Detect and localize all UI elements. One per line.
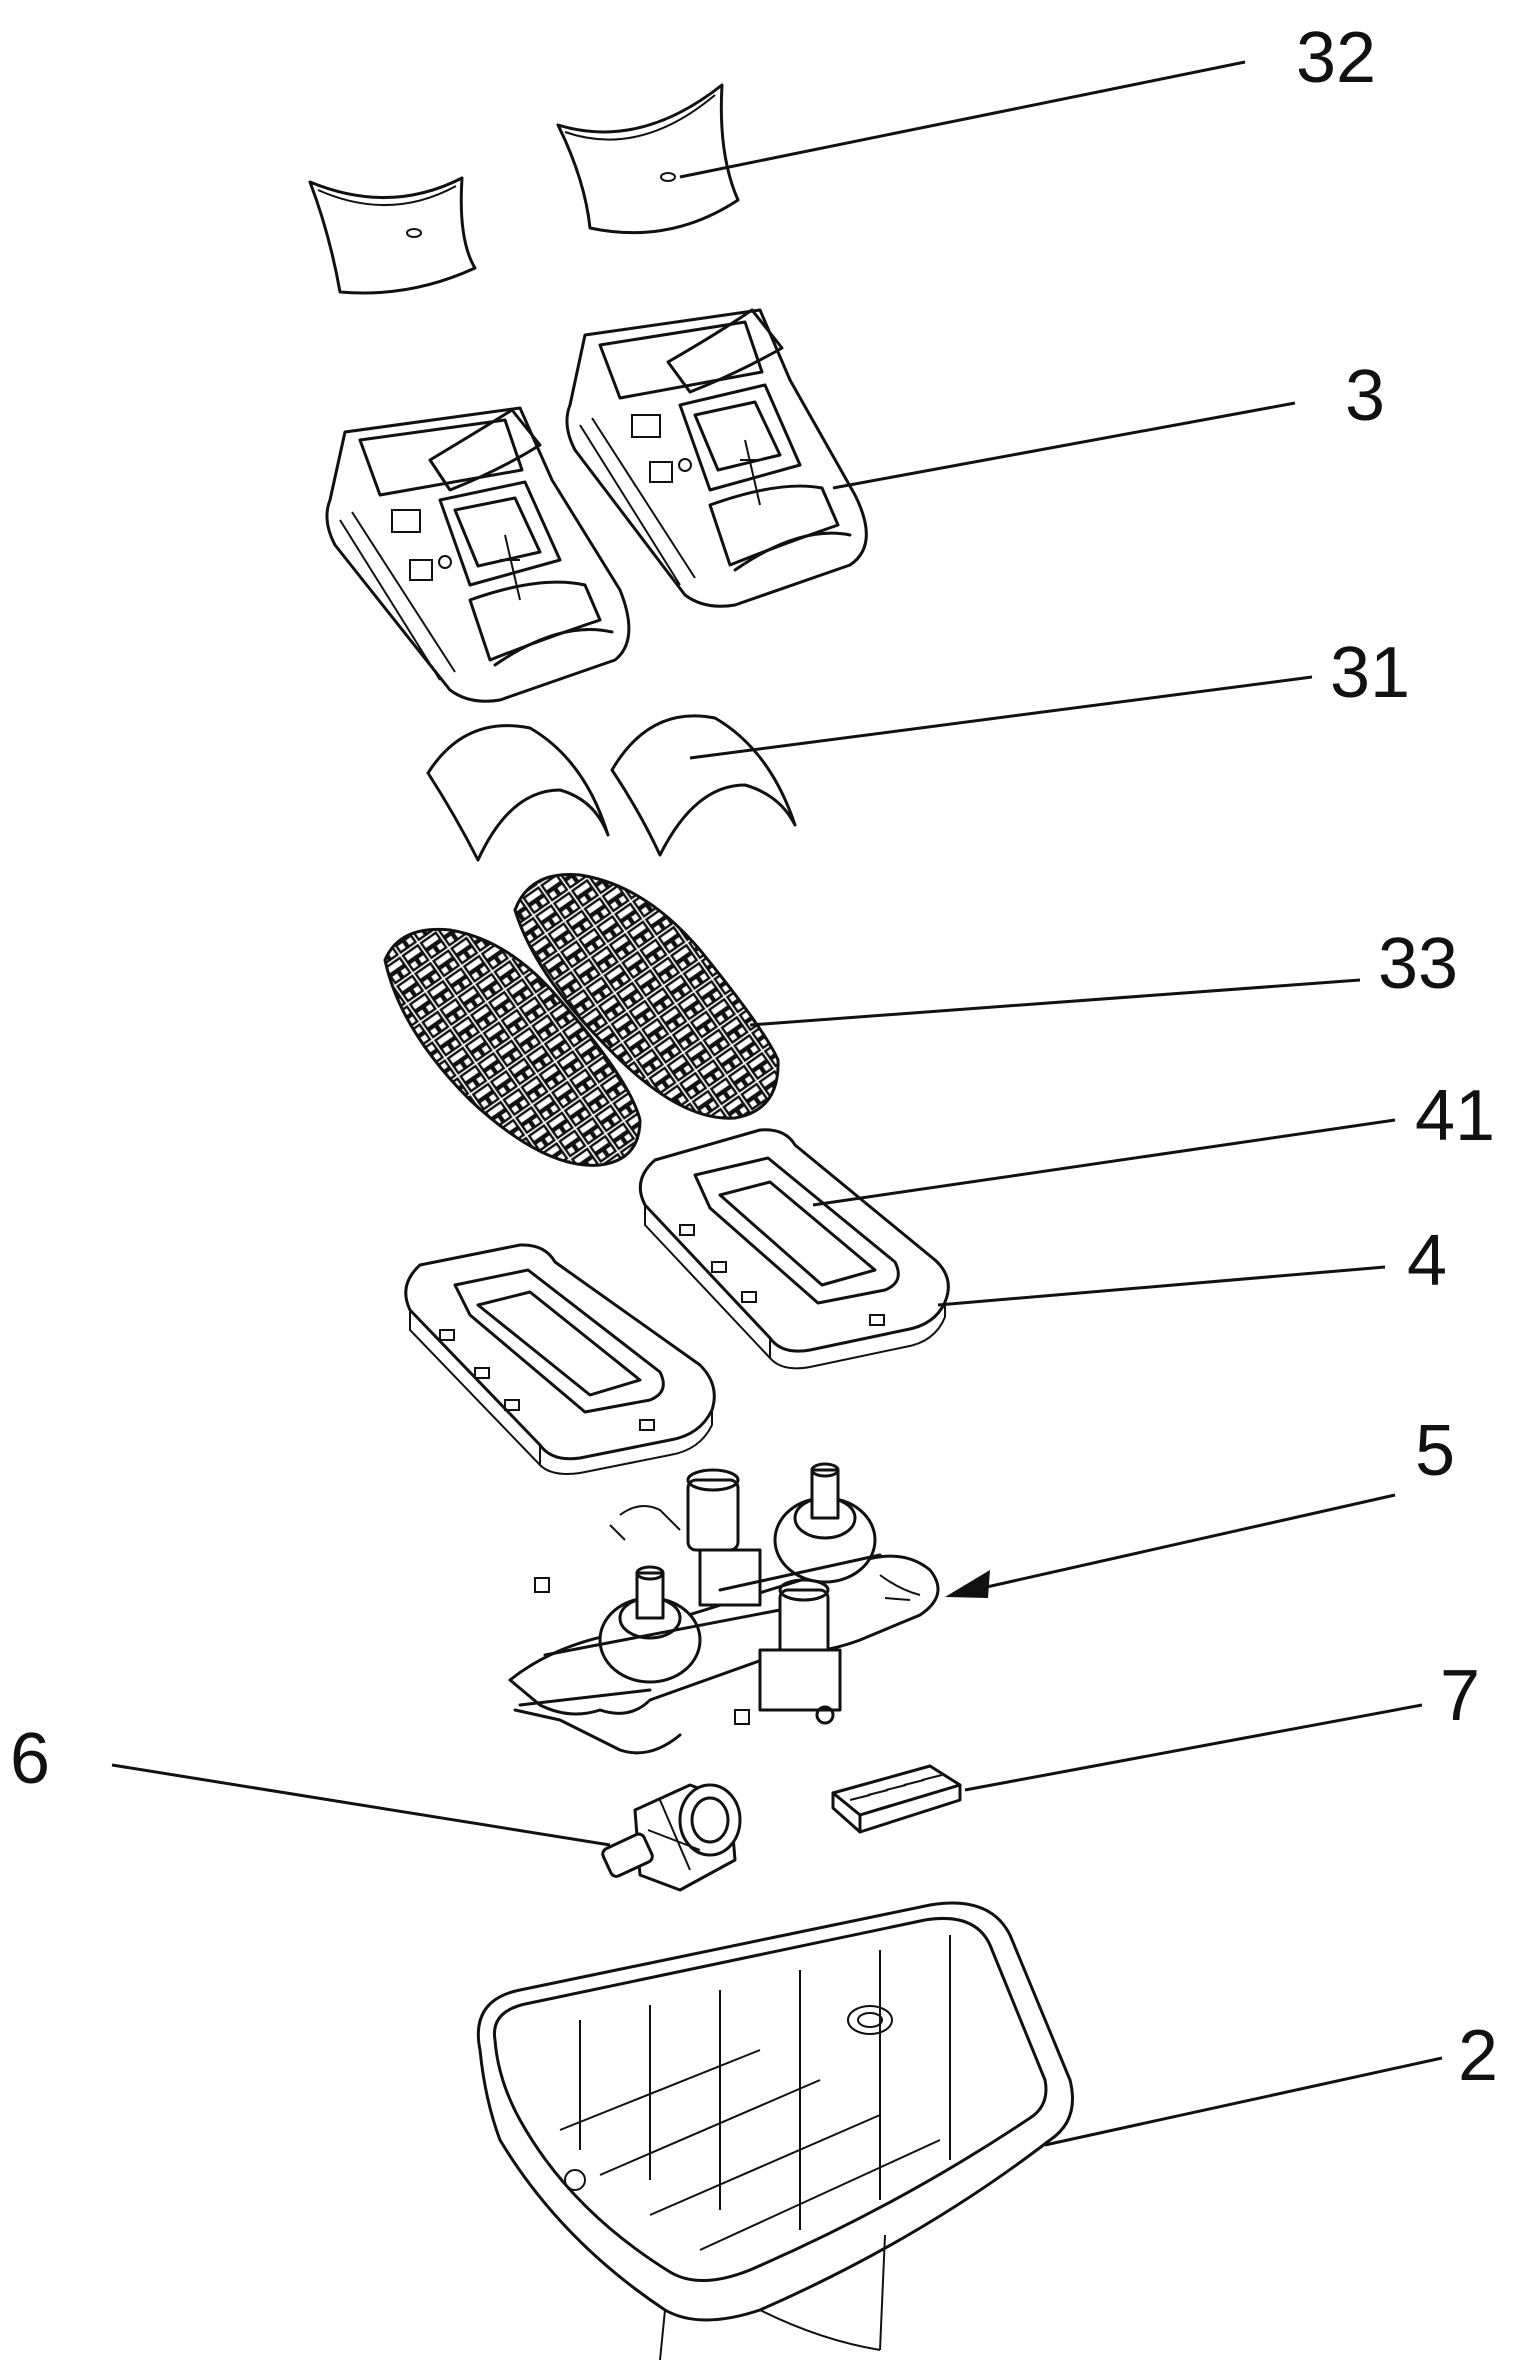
leader-2 — [1044, 2056, 1443, 2147]
mesh-pad-left — [383, 927, 642, 1167]
label-6: 6 — [10, 1719, 50, 1799]
leader-33 — [749, 978, 1361, 1027]
leader-5 — [959, 1493, 1396, 1595]
arrowhead-5 — [945, 1570, 990, 1598]
base-housing — [476, 1901, 1074, 2361]
curved-sheet-left — [426, 724, 610, 862]
top-frame-left — [325, 406, 631, 703]
pump — [601, 1783, 742, 1892]
label-33: 33 — [1378, 924, 1458, 1004]
leader-7 — [964, 1703, 1423, 1792]
curved-sheet-right — [610, 714, 797, 857]
label-3: 3 — [1345, 356, 1385, 436]
curved-cover-left — [308, 176, 477, 295]
leader-lines — [111, 60, 1443, 2147]
label-32: 32 — [1296, 18, 1376, 98]
label-31: 31 — [1330, 633, 1410, 713]
leader-6 — [111, 1763, 611, 1847]
leader-3 — [832, 401, 1296, 490]
top-frame-right — [565, 308, 868, 608]
label-7: 7 — [1440, 1656, 1480, 1736]
tray-right — [638, 1128, 950, 1370]
mesh-pad-right — [513, 872, 780, 1120]
leader-32 — [679, 60, 1246, 179]
reference-numerals: 32 3 31 33 41 4 5 7 6 2 — [10, 18, 1498, 2096]
tray-left — [404, 1243, 716, 1475]
label-5: 5 — [1415, 1411, 1455, 1491]
label-41: 41 — [1415, 1076, 1495, 1156]
label-4: 4 — [1407, 1221, 1447, 1301]
label-2: 2 — [1458, 2016, 1498, 2096]
leader-4 — [937, 1265, 1386, 1307]
leader-41 — [812, 1118, 1396, 1207]
curved-cover-right — [556, 83, 740, 235]
leader-31 — [689, 675, 1313, 760]
drive-assembly — [508, 1462, 940, 1755]
terminal-block — [831, 1764, 962, 1834]
